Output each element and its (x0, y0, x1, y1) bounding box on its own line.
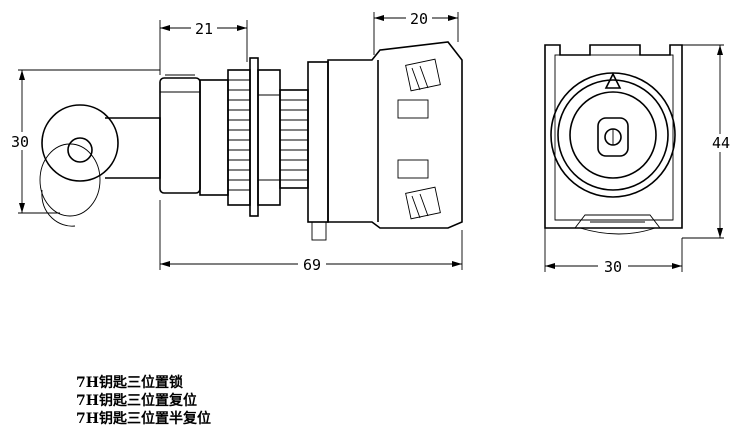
variant-label-1: 7H钥匙三位置锁 (76, 375, 183, 391)
variant-label-3: 7H钥匙三位置半复位 (76, 411, 211, 427)
threaded-body (279, 89, 309, 189)
dim-front-depth: 21 (195, 20, 213, 38)
dim-side-width: 30 (604, 258, 622, 276)
dim-rear-depth: 20 (410, 10, 428, 28)
side-view-dimensions: 21 20 30 69 (8, 10, 463, 274)
contact-block (327, 41, 463, 229)
dim-total-length: 69 (303, 256, 321, 274)
side-view (39, 41, 463, 241)
variant-label-2: 7H钥匙三位置复位 (76, 393, 197, 409)
key-ring (39, 104, 119, 227)
variant-list: 7H钥匙三位置锁 7H钥匙三位置复位 7H钥匙三位置半复位 (76, 374, 211, 428)
knurled-ring (227, 69, 251, 206)
dim-height: 30 (11, 133, 29, 151)
front-view (544, 44, 683, 235)
front-view-dimensions: 44 30 (544, 44, 736, 276)
dim-side-height: 44 (712, 134, 730, 152)
